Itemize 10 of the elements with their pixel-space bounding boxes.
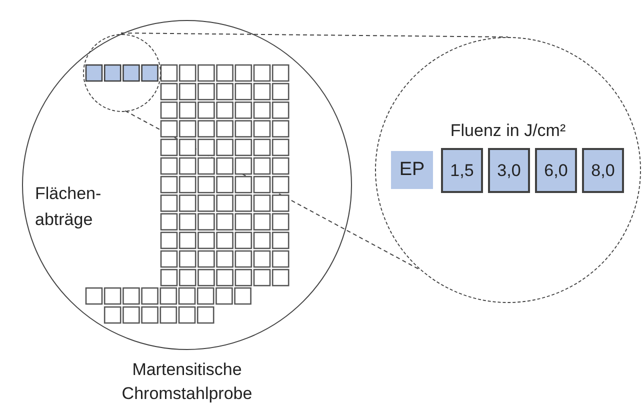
dashed-connector-line [120,32,508,38]
fluence-box: 3,0 [488,148,530,193]
fluence-box: 1,5 [441,148,483,193]
label-box: EP [391,151,433,189]
fluence-box: 6,0 [535,148,577,193]
fluence-box: 8,0 [582,148,624,193]
fluence-heading: Fluenz in J/cm² [450,120,566,142]
dashed-connector-line [124,110,421,270]
area-label: Flächen- abträge [35,183,102,231]
sample-caption: Martensitische Chromstahlprobe [122,360,252,403]
